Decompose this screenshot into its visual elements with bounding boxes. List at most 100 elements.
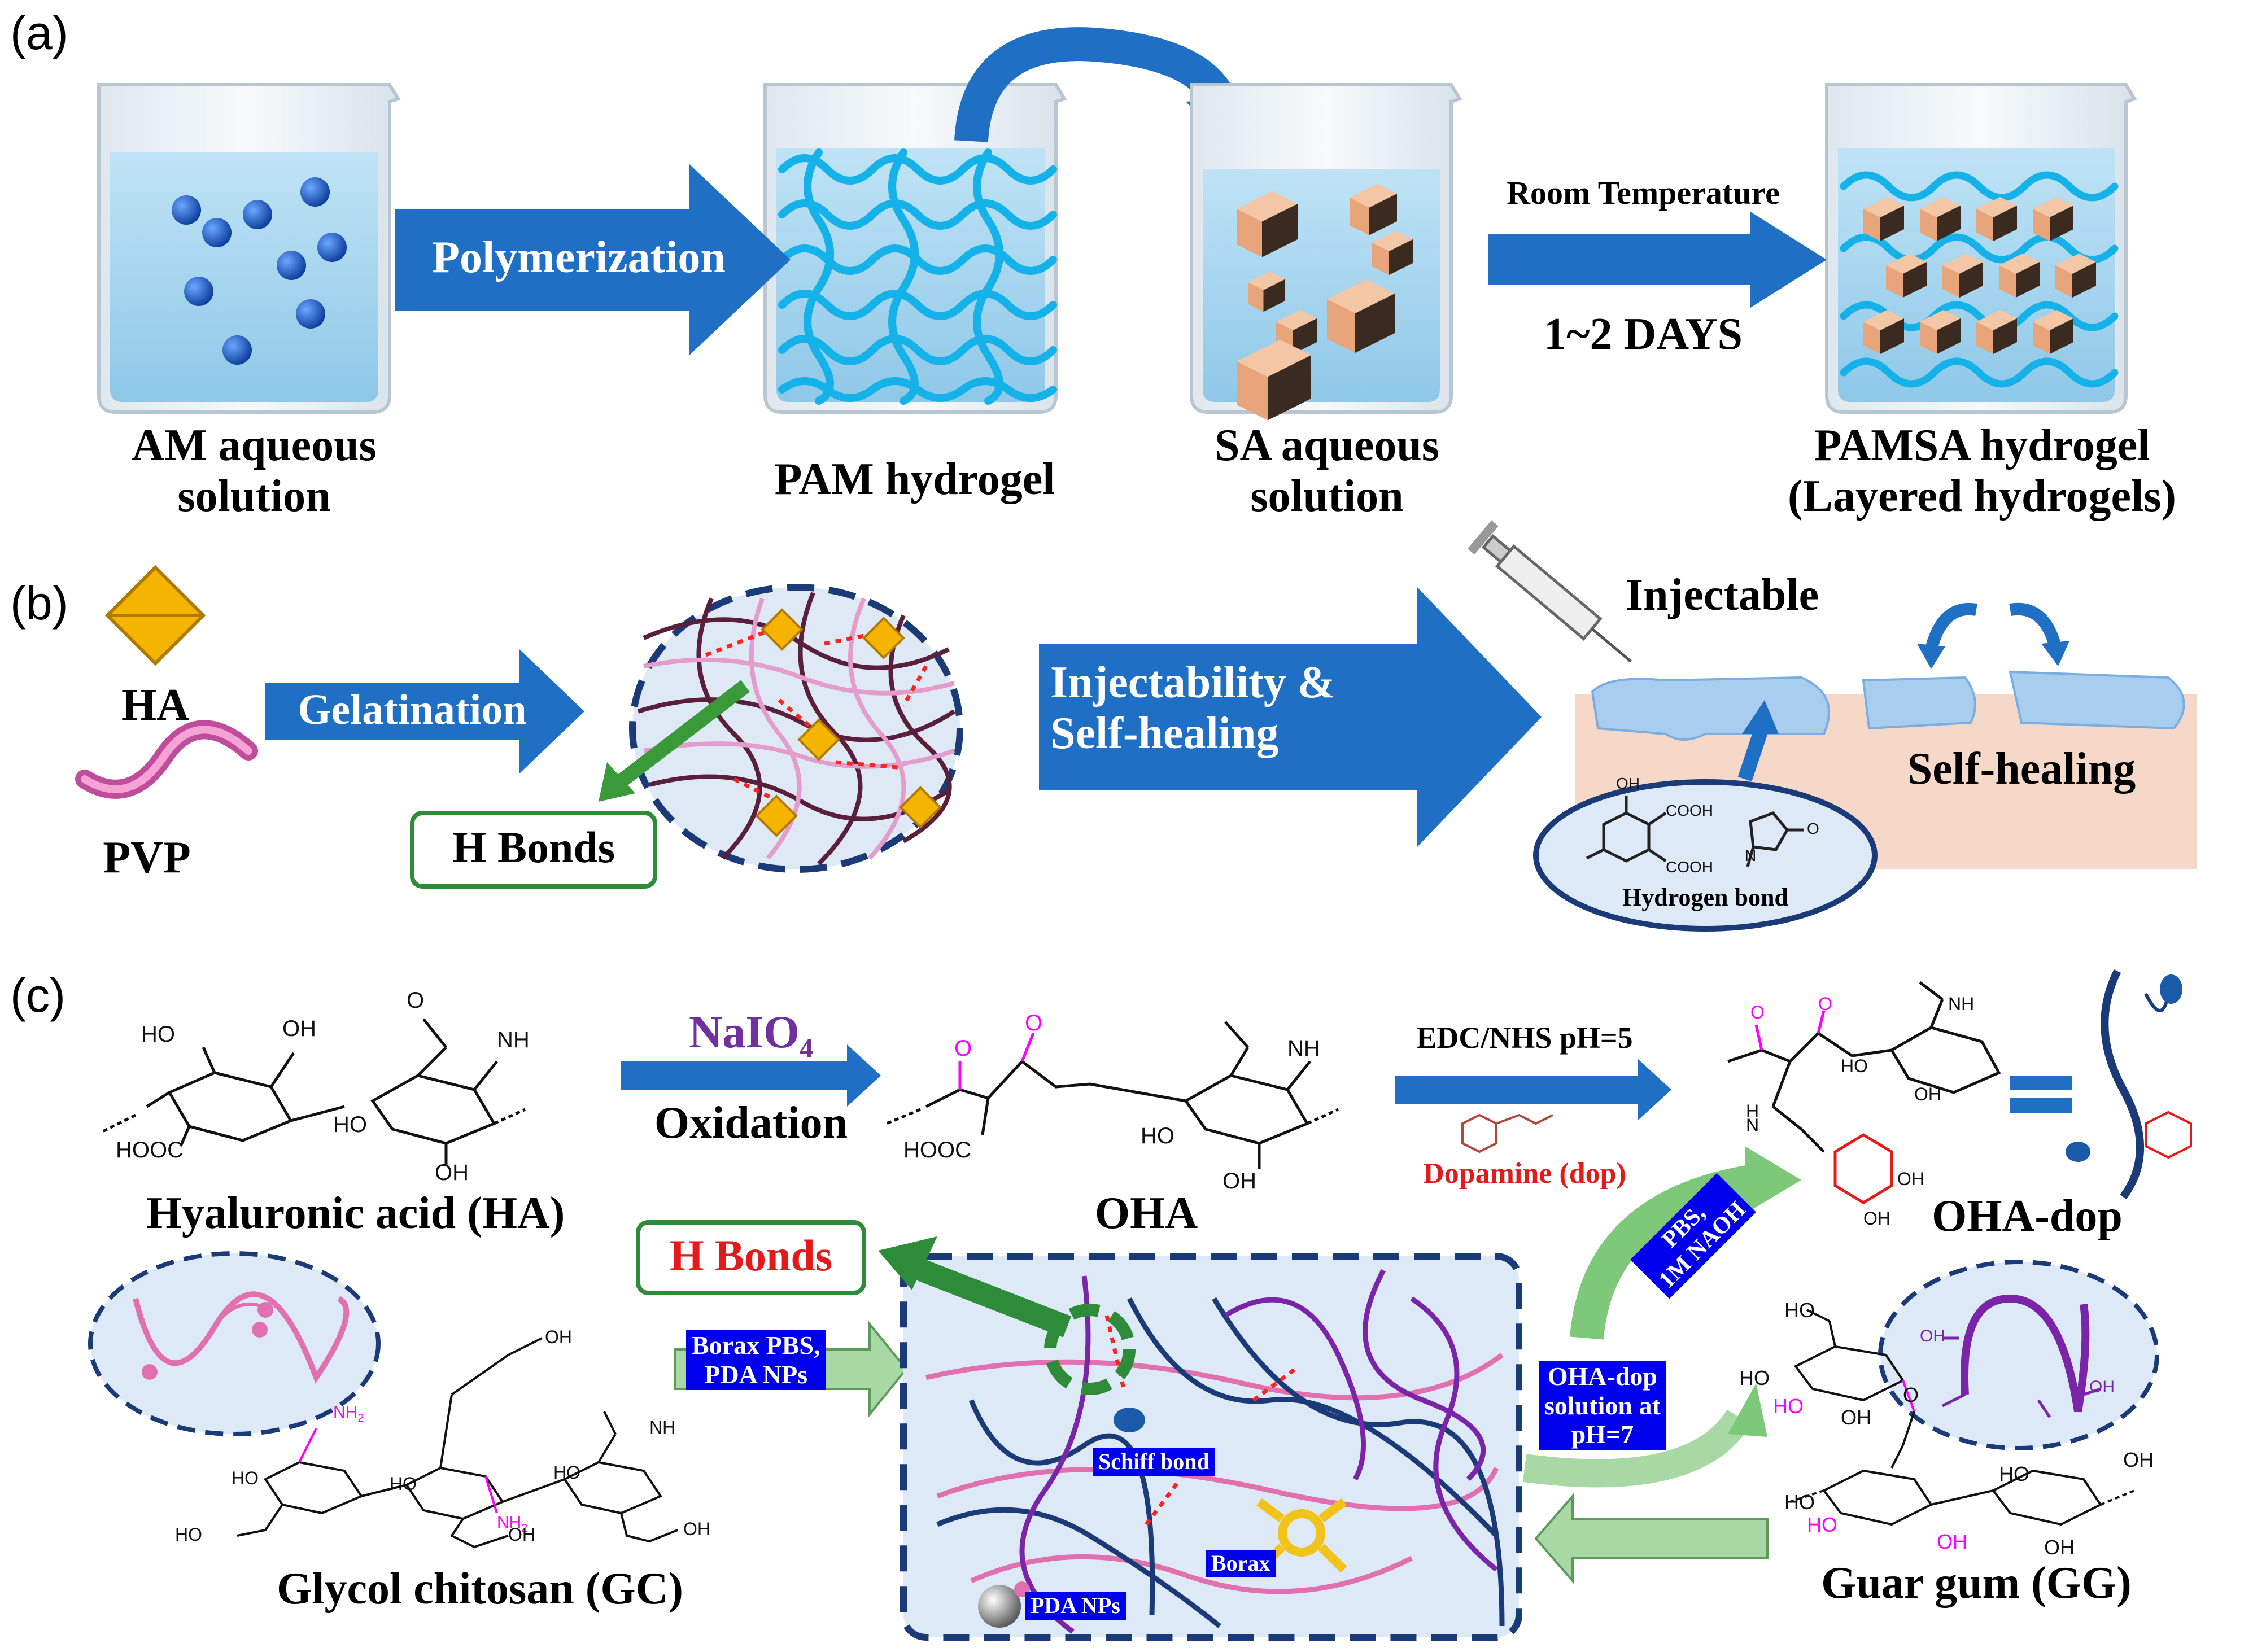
gc-atom-ho-4: HO (175, 1524, 202, 1545)
gelatination-arrow (265, 649, 584, 773)
skin-scene (1467, 520, 2197, 932)
pamsa-crystal (1942, 254, 1983, 298)
ohadop-atom-oh-cat-2: OH (1863, 1208, 1890, 1229)
gg-atom-ho-3: HO (1773, 1395, 1804, 1418)
ohadop-atom-oh-cat: OH (1897, 1169, 1924, 1189)
gg-atom-oh-3: OH (2123, 1448, 2154, 1471)
gc-atom-nh2-1: NH2 (333, 1403, 364, 1425)
atom-cooh-2: COOH (1666, 858, 1713, 876)
pamsa-crystal (1999, 254, 2040, 298)
ha-atom-o: O (407, 988, 425, 1013)
pamsa-crystal (2033, 197, 2073, 241)
days-label: 1~2 DAYS (1543, 309, 1743, 359)
dopamine-label: Dopamine (dop) (1423, 1157, 1626, 1190)
pamsa-crystal (1863, 310, 1904, 354)
injectability-label: Injectability & Self-healing (1050, 658, 1423, 759)
gg-atom-o: O (1903, 1383, 1919, 1406)
hbonds-box-b (410, 811, 657, 889)
ohadop-atom-ho: HO (1841, 1056, 1868, 1076)
ha-structure (101, 1018, 526, 1166)
oha-dop-structure (1727, 981, 2001, 1204)
pamsa-crystals (1863, 197, 2096, 354)
oha-atom-o-1: O (954, 1036, 972, 1061)
gc-nh2-1-text: NH (333, 1403, 358, 1422)
borax-pbs-line2: PDA NPs (704, 1360, 808, 1389)
injectability-arrow (1039, 587, 1542, 847)
polymerization-label: Polymerization (432, 233, 726, 282)
pamsa-crystal (1976, 310, 2017, 354)
beaker-am (97, 83, 401, 414)
atom-n: N (1745, 847, 1757, 864)
hbonds-label-b: H Bonds (452, 823, 615, 872)
ha-label: HA (121, 680, 189, 730)
gg-to-network-arrow (1534, 1493, 1769, 1584)
gelatination-label: Gelatination (298, 686, 527, 733)
injectability-line1: Injectability & (1050, 658, 1335, 707)
sa-crystal (1237, 191, 1298, 257)
oha-dop-solution-tag: OHA-dop solution at pH=7 (1539, 1361, 1666, 1450)
gg-atom-ho-4: HO (1784, 1491, 1815, 1514)
hbonds-label-c: H Bonds (669, 1231, 833, 1280)
sa-caption: SA aqueous solution (1158, 421, 1496, 522)
gc-atom-nh: NH (649, 1417, 676, 1437)
oxidation-arrow (621, 1044, 881, 1107)
sa-caption-line1: SA aqueous (1215, 421, 1439, 470)
gc-nh2-2-sub: 2 (521, 1522, 528, 1535)
pvp-label: PVP (103, 833, 191, 882)
oha-atom-oh: OH (1222, 1169, 1256, 1194)
oha-dop-name: OHA-dop (1932, 1191, 2123, 1241)
oha-structure (886, 1021, 1339, 1169)
gc-nh2-2-text: NH (497, 1513, 522, 1532)
ohadop-atom-n: N (1746, 1115, 1759, 1135)
pamsa-caption-line2: (Layered hydrogels) (1787, 471, 2177, 521)
naio4-text: NaIO (689, 1006, 800, 1057)
gg-name: Guar gum (GG) (1821, 1558, 2132, 1608)
borax-tag: Borax (1206, 1550, 1276, 1577)
ohadop-atom-o-1: O (1750, 1002, 1765, 1022)
hbonds-pointer (910, 1257, 1072, 1338)
pam-caption: PAM hydrogel (774, 454, 1055, 504)
injectability-line2: Self-healing (1050, 708, 1279, 758)
beaker-pam (763, 83, 1067, 414)
ha-name: Hyaluronic acid (HA) (146, 1188, 565, 1238)
room-temperature-label: Room Temperature (1507, 174, 1780, 211)
pamsa-crystal (1886, 254, 1927, 298)
pamsa-crystal (1863, 197, 1904, 241)
oha-atom-hooc: HOOC (903, 1138, 971, 1162)
gc-name: Glycol chitosan (GC) (277, 1564, 683, 1614)
oha-dop-solution-arrow (1522, 1409, 1752, 1488)
ha-atom-nh: NH (497, 1028, 530, 1052)
pamsa-crystal (2033, 310, 2073, 354)
pamsa-caption: PAMSA hydrogel (Layered hydrogels) (1750, 421, 2213, 522)
gc-structure (237, 1337, 678, 1549)
sa-crystal (1350, 183, 1397, 235)
gc-atom-ho-1: HO (232, 1468, 259, 1488)
ohadop-atom-oh: OH (1914, 1084, 1941, 1104)
pamsa-caption-line1: PAMSA hydrogel (1814, 421, 2150, 470)
gg-atom-ho-5: HO (1807, 1513, 1837, 1536)
gg-cartoon (1878, 1260, 2159, 1450)
oha-dop-tag-line1: OHA-dop (1547, 1362, 1658, 1391)
gc-atom-ho-2: HO (390, 1474, 417, 1494)
gc-atom-oh-2: OH (683, 1519, 710, 1539)
ohadop-atom-o-2: O (1818, 994, 1832, 1014)
sa-crystal (1327, 279, 1395, 353)
borax-pbs-line1: Borax PBS, (692, 1331, 820, 1360)
hbonds-box-c (636, 1220, 866, 1295)
panel-b-label: (b) (10, 576, 68, 630)
gg-atom-oh-1: OH (1841, 1406, 1871, 1429)
naio4-label: NaIO4 (666, 1006, 836, 1064)
gc-nh2-1-sub: 2 (357, 1412, 364, 1424)
oxidation-label: Oxidation (654, 1098, 848, 1148)
gg-atom-ho-6: HO (1999, 1462, 2029, 1485)
beaker-pamsa (1825, 83, 2137, 414)
gg-atom-ho-1: HO (1784, 1299, 1815, 1322)
sa-crystal (1248, 271, 1285, 312)
sa-caption-line2: solution (1250, 471, 1404, 521)
sa-crystal (1372, 231, 1413, 275)
gg-atom-ho-2: HO (1739, 1366, 1770, 1389)
pda-nps-tag: PDA NPs (1025, 1592, 1126, 1620)
atom-cooh-1: COOH (1666, 802, 1713, 819)
edc-arrow (1395, 1059, 1671, 1121)
